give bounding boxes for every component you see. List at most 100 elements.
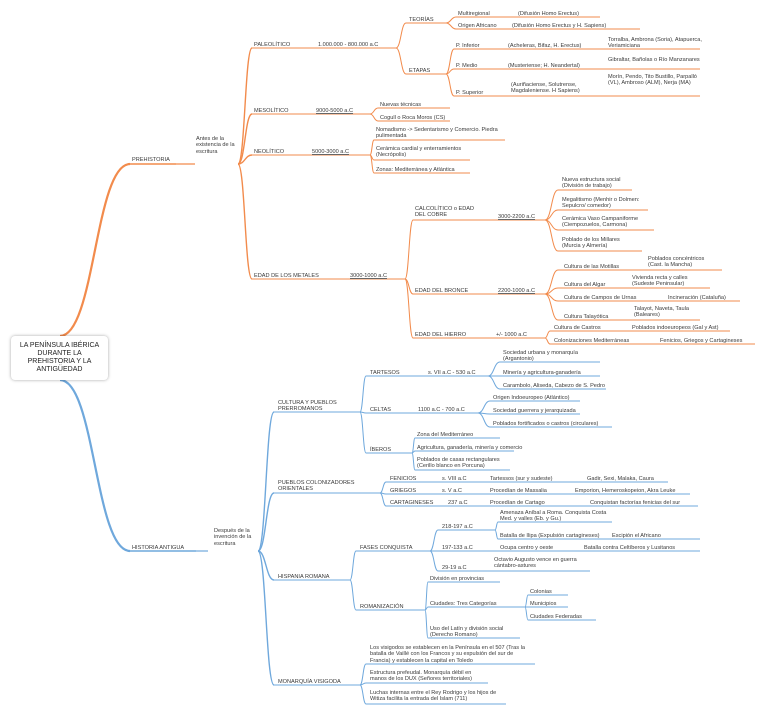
topic-metales[interactable]: EDAD DE LOS METALES [254, 273, 319, 279]
teoria-multiregional-detail: (Difusión Homo Erectus) [518, 11, 579, 17]
connector-8 [237, 163, 253, 280]
mesolitico-item-2[interactable]: Cogull o Roca Moros (CS) [380, 115, 446, 121]
connector-45 [404, 278, 414, 295]
visigoda-item-2[interactable]: Estructura prefeudal. Monarquía débil en… [370, 670, 472, 683]
connector-133 [524, 606, 529, 621]
mesolitico-date: 9000-5000 a.C [316, 108, 354, 114]
tartesos-item-3[interactable]: Carambolo, Aliseda, Cabezo de S. Pedro [503, 383, 605, 389]
neolitico-item-1[interactable]: Nomadismo -> Sedentarismo y Comercio. Pi… [376, 127, 498, 140]
etapa-inferior[interactable]: P. Inferior [456, 43, 480, 49]
topic-teorias[interactable]: TEORÍAS [409, 17, 434, 23]
etapa-superior[interactable]: P. Superior [456, 90, 484, 96]
calcolitico-item-3[interactable]: Cerámica Vaso Campaniforme (Ciempozuelos… [562, 216, 639, 229]
connector-38 [369, 139, 375, 156]
etapa-medio[interactable]: P. Medio [456, 63, 478, 69]
topic-mesolitico[interactable]: MESOLÍTICO [254, 108, 289, 114]
teoria-multiregional[interactable]: Multiregional [458, 11, 490, 17]
bronce-date: 2200-1000 a.C [498, 288, 536, 294]
neolitico-item-2[interactable]: Cerámica cardial y enterramientos (Necró… [376, 146, 462, 159]
calcolitico-item-1[interactable]: Nueva estructura social (División de tra… [562, 177, 621, 190]
bronce-urnas[interactable]: Cultura de Campos de Urnas [564, 295, 637, 301]
connector-18 [395, 47, 407, 75]
connector-27 [445, 73, 455, 97]
calcolitico-item-2[interactable]: Megalitismo (Menhir o Dolmen: Sepulcro/ … [562, 197, 640, 210]
connector-93 [477, 412, 491, 428]
connector-51 [544, 209, 559, 221]
topic-etapas[interactable]: ETAPAS [409, 68, 431, 74]
connector-44 [404, 219, 414, 280]
hierro-colonizaciones[interactable]: Colonizaciones Mediterráneas [554, 338, 630, 344]
cartagineses-date: 237 a.C [448, 500, 468, 506]
connector-17 [395, 22, 407, 49]
fase-1-item-b[interactable]: Batalla de Ilipa (Expulsión cartagineses… [500, 533, 600, 539]
bronce-motillas[interactable]: Cultura de las Motillas [564, 264, 620, 270]
topic-fases-conquista[interactable]: FASES CONQUISTA [360, 545, 413, 551]
ciudades-federadas[interactable]: Ciudades Federadas [530, 614, 582, 620]
connector-58 [544, 269, 559, 295]
connector-91 [477, 400, 491, 414]
iberos-item-1[interactable]: Zona del Mediterráneo [417, 432, 474, 438]
hierro-castros[interactable]: Cultura de Castros [554, 325, 601, 331]
iberos-item-3[interactable]: Poblados de casas rectangulares (Cerillo… [417, 457, 500, 470]
connector-119 [494, 521, 499, 531]
visigoda-item-3[interactable]: Luchas internas entre el Rey Rodrigo y l… [370, 690, 497, 703]
tartesos-item-1[interactable]: Sociedad urbana y monarquía (Argantonio) [503, 350, 578, 363]
romanizacion-item-1[interactable]: División en provincias [430, 576, 485, 582]
topic-tartesos[interactable]: TARTESOS [370, 370, 400, 376]
neolitico-item-3[interactable]: Zonas: Mediterránea y Atlántica [376, 167, 455, 173]
connector-99 [411, 452, 416, 471]
romanizacion-item-3[interactable]: Uso del Latín y división social (Derecho… [430, 626, 504, 639]
topic-celtas[interactable]: CELTAS [370, 407, 391, 413]
connector-0 [59, 162, 131, 338]
calcolitico-item-4[interactable]: Poblado de los Millares (Murcia y Almerí… [562, 237, 620, 250]
topic-iberos[interactable]: ÍBEROS [370, 447, 392, 453]
connector-113 [429, 529, 439, 552]
bronce-argar[interactable]: Cultura del Algar [564, 282, 606, 288]
connector-72 [257, 492, 275, 552]
cartagineses-item-2: Conquistan factorías fenicias del sur [590, 500, 681, 506]
topic-romanizacion[interactable]: ROMANIZACIÓN [360, 604, 404, 610]
topic-colonizadores[interactable]: PUEBLOS COLONIZADORES ORIENTALES [278, 480, 355, 493]
teoria-origen[interactable]: Origen Africano [458, 23, 497, 29]
topic-hierro[interactable]: EDAD DEL HIERRO [415, 332, 467, 338]
bronce-talayotica[interactable]: Cultura Talayótica [564, 314, 609, 320]
connector-1 [59, 378, 131, 553]
connector-66 [544, 330, 551, 339]
connector-127 [424, 609, 429, 639]
tartesos-item-2[interactable]: Minería y agricultura-ganadería [503, 370, 581, 376]
fenicios-item-1: Tartessos (sur y sudeste) [490, 476, 553, 482]
fase-1-item-a[interactable]: Amenaza Aníbal a Roma. Conquista Costa M… [500, 510, 607, 523]
topic-griegos[interactable]: GRIEGOS [390, 488, 417, 494]
topic-calcolitico[interactable]: CALCOLÍTICO o EDAD DEL COBRE [415, 206, 475, 219]
root-topic[interactable]: LA PENÍNSULA IBÉRICA DURANTE LA PREHISTO… [11, 336, 108, 380]
celtas-date: 1100 a.C - 700 a.C [418, 407, 465, 413]
topic-fenicios[interactable]: FENICIOS [390, 476, 417, 482]
calcolitico-date: 3000-2200 a.C [498, 214, 536, 220]
connector-139 [359, 684, 367, 705]
topic-neolitico[interactable]: NEOLÍTICO [254, 149, 285, 155]
topic-historia-antigua[interactable]: HISTORIA ANTIGUA [132, 545, 185, 551]
connector-5 [237, 47, 253, 165]
celtas-item-3[interactable]: Poblados fortificados o castros (circula… [493, 421, 599, 427]
ciudades-municipios[interactable]: Municipios [530, 601, 557, 607]
connector-34 [369, 107, 379, 115]
iberos-item-2[interactable]: Agricultura, ganadería, minería y comerc… [417, 445, 523, 451]
topic-hispania-romana[interactable]: HISPANIA ROMANA [278, 574, 330, 580]
ciudades-colonias[interactable]: Colonias [530, 589, 552, 595]
topic-paleolitico[interactable]: PALEOLÍTICO [254, 42, 291, 48]
topic-bronce[interactable]: EDAD DEL BRONCE [415, 288, 469, 294]
topic-prehistoria[interactable]: PREHISTORIA [132, 157, 170, 163]
mesolitico-item-1[interactable]: Nuevas técnicas [380, 102, 422, 108]
visigoda-item-1[interactable]: Los visigodos se establecen en la Peníns… [370, 645, 525, 664]
fase-2-item-a[interactable]: Ocupa centro y oeste [500, 545, 554, 551]
connector-22 [445, 22, 457, 30]
celtas-item-1[interactable]: Origen Indoeuropeo (Atlántico) [493, 395, 570, 401]
topic-monarquia-visigoda[interactable]: MONARQUÍA VISIGODA [278, 679, 341, 685]
celtas-item-2[interactable]: Sociedad guerrera y jerarquizada [493, 408, 576, 414]
fase-3-item-a[interactable]: Octavio Augusto vence en guerra cántabro… [494, 557, 577, 570]
topic-prerromanos[interactable]: CULTURA Y PUEBLOS PRERROMANOS [278, 400, 337, 413]
romanizacion-item-2[interactable]: Ciudades: Tres Categorías [430, 601, 497, 607]
topic-cartagineses[interactable]: CARTAGINESES [390, 500, 434, 506]
bronce-urnas-detail: Incineración (Cataluña) [668, 295, 726, 301]
fase-1-date: 218-197 a.C [442, 524, 473, 530]
